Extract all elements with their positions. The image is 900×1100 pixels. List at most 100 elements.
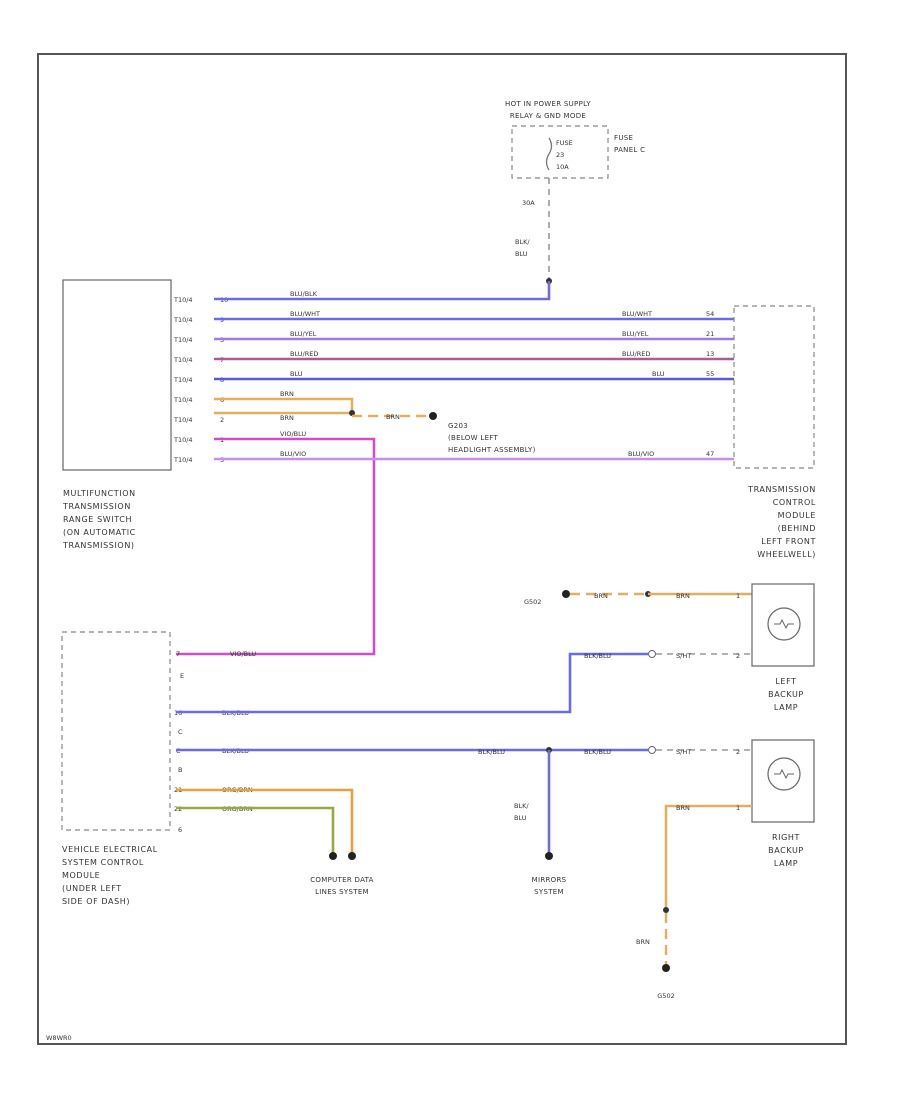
wire-label: BLU/RED xyxy=(290,350,318,358)
mf-wires: BLU/BLK BLU/WHT BLU/WHT 54 BLU/YEL BLU/Y… xyxy=(176,281,734,656)
left-bulb-icon xyxy=(767,607,801,641)
tcm-pin: 47 xyxy=(706,450,714,458)
left-filament xyxy=(774,618,794,630)
wire-tcm-label: BLU/RED xyxy=(622,350,650,358)
wire-label: VIO/BLU xyxy=(280,430,306,438)
right-lamp-label-2: BACKUP xyxy=(768,846,804,855)
right-lamp-label-3: LAMP xyxy=(774,859,798,868)
mf-pin-conn: T10/4 xyxy=(173,296,193,304)
tcm-label-6: WHEELWELL) xyxy=(757,550,816,559)
mf-pin-conn: T10/4 xyxy=(173,336,193,344)
mf-pin-conn: T10/4 xyxy=(173,316,193,324)
wire-label: BRN xyxy=(280,390,294,398)
figure-id: W8WR0 xyxy=(46,1034,72,1042)
wire-label: S/HT xyxy=(676,748,691,756)
wire-tcm-label: BLU xyxy=(652,370,665,378)
power-supply-group: HOT IN POWER SUPPLY RELAY & GND MODE FUS… xyxy=(505,100,645,298)
mf-pin-conn: T10/4 xyxy=(173,416,193,424)
g203-label-3: HEADLIGHT ASSEMBLY) xyxy=(448,446,536,454)
wire-brn-1 xyxy=(214,397,354,412)
tcm-label-5: LEFT FRONT xyxy=(761,537,816,546)
fuse-panel-label-2: PANEL C xyxy=(614,146,645,154)
g203-label-2: (BELOW LEFT xyxy=(448,434,498,442)
mf-pin-conn: T10/4 xyxy=(173,356,193,364)
tcm-label-2: CONTROL xyxy=(773,498,816,507)
wire-tcm-label: BLU/VIO xyxy=(628,450,654,458)
left-lamp-connector-1 xyxy=(648,650,656,658)
wire-org-brn-2 xyxy=(176,806,335,854)
wire-30a-label: 30A xyxy=(522,199,535,207)
wire-label: BLU/VIO xyxy=(280,450,306,458)
power-supply-label-2: RELAY & GND MODE xyxy=(510,112,586,120)
mf-label-1: MULTIFUNCTION xyxy=(63,489,136,498)
vesc-pin: B xyxy=(178,766,182,774)
wire-label: BRN xyxy=(676,592,690,600)
right-backup-lamp-group: BRN 1 BRN G502 RIGHT BACKUP LAMP xyxy=(636,739,815,1000)
wire-label: BRN xyxy=(594,592,608,600)
mf-label-3: RANGE SWITCH xyxy=(63,515,132,524)
vesc-pins: 7 VIO/BLU E 16 BLK/BLU C C BLK/BLU B 21 … xyxy=(174,650,256,834)
wire-label: BRN xyxy=(636,938,650,946)
multifunction-switch-box xyxy=(62,279,172,471)
fuse-box xyxy=(511,125,609,179)
wire-label: BLU/YEL xyxy=(290,330,317,338)
wire-blu-blk xyxy=(214,281,551,301)
vesc-label-5: SIDE OF DASH) xyxy=(62,897,130,906)
lamp-pin: 1 xyxy=(736,592,740,600)
tcm-pin: 21 xyxy=(706,330,714,338)
right-lamp-ground-wire xyxy=(664,804,752,908)
left-lamp-label-3: LAMP xyxy=(774,703,798,712)
mf-pin-conn: T10/4 xyxy=(173,376,193,384)
vesc-label-4: (UNDER LEFT xyxy=(62,884,122,893)
mf-pin-conn: T10/4 xyxy=(173,456,193,464)
lamp-pin: 1 xyxy=(736,804,740,812)
mirrors-connector-dot xyxy=(545,852,553,860)
mf-label-2: TRANSMISSION xyxy=(62,502,131,511)
mf-pin-conn: T10/4 xyxy=(173,436,193,444)
vesc-pin: E xyxy=(180,672,184,680)
comp-data-label-1: COMPUTER DATA xyxy=(310,876,374,884)
mirrors-label-2: SYSTEM xyxy=(534,888,564,896)
mf-pin-num: 2 xyxy=(220,416,224,424)
left-backup-lamp-group: G502 BRN BRN 1 LEFT BACKUP LAMP xyxy=(524,583,815,712)
vesc-wires: BLK/BLU S/HT 2 BLK/BLU BLK/BLU BLK/ BLU … xyxy=(176,650,752,860)
mf-pin-conn: T10/4 xyxy=(173,396,193,404)
lamp-pin: 2 xyxy=(736,748,740,756)
wire-tcm-label: BLU/WHT xyxy=(622,310,652,318)
system-labels: COMPUTER DATA LINES SYSTEM MIRRORS SYSTE… xyxy=(310,876,566,896)
tcm-label-1: TRANSMISSION xyxy=(747,485,816,494)
wire-label: BLU/WHT xyxy=(290,310,320,318)
tcm-label-3: MODULE xyxy=(778,511,816,520)
g203-label-1: G203 xyxy=(448,422,468,430)
wire-label: S/HT xyxy=(676,652,691,660)
wire-org-brn-1 xyxy=(176,788,354,854)
mirror-wire-label-2: BLU xyxy=(514,814,527,822)
left-backup-lamp-box xyxy=(751,583,815,667)
lamp-pin: 2 xyxy=(736,652,740,660)
mirror-wire-label-1: BLK/ xyxy=(514,802,529,810)
vesc-box xyxy=(61,631,171,831)
fuse-label-1: FUSE xyxy=(556,139,573,147)
vesc-label-1: VEHICLE ELECTRICAL xyxy=(62,845,158,854)
feed-wire-label-2: BLU xyxy=(515,250,528,258)
g502-top-ground-dot xyxy=(562,590,570,598)
tcm-label-4: (BEHIND xyxy=(778,524,816,533)
vesc-label-3: MODULE xyxy=(62,871,100,880)
comp-data-dot-2 xyxy=(348,852,356,860)
right-lamp-connector-1 xyxy=(648,746,656,754)
right-bulb-icon xyxy=(767,757,801,791)
right-backup-lamp-box xyxy=(751,739,815,823)
tcm-box xyxy=(733,305,815,469)
vesc-pin: 7 xyxy=(176,650,180,658)
tcm-pin: 54 xyxy=(706,310,714,318)
wire-label: BLU/BLK xyxy=(290,290,318,298)
diagram-frame xyxy=(37,53,847,1045)
vesc-wire-label: VIO/BLU xyxy=(230,650,256,658)
g502-bottom-label: G502 xyxy=(657,992,674,1000)
fuse-panel-label-1: FUSE xyxy=(614,134,633,142)
vesc-pin: C xyxy=(178,728,183,736)
right-lamp-label-1: RIGHT xyxy=(772,833,800,842)
fuse-label-2: 23 xyxy=(556,151,564,159)
brn-splice-dot xyxy=(349,410,355,416)
